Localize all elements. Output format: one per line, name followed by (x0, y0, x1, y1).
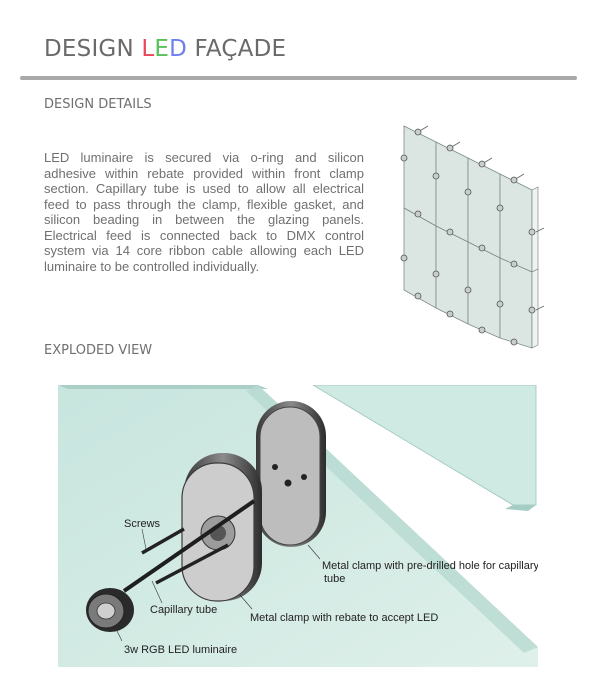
glass-panel (467, 241, 501, 339)
led-luminaire (86, 588, 134, 632)
clamp-fixing (528, 228, 536, 236)
label-clamp-hole: Metal clamp with pre-drilled hole for ca… (322, 560, 538, 572)
glass-panel (499, 257, 533, 349)
clamp-fixing (510, 176, 518, 184)
clamp-fixing (510, 260, 518, 268)
glass-panel (467, 157, 501, 259)
title-text-start: DESIGN (44, 36, 142, 62)
clamp-fixing (400, 154, 408, 162)
label-led-luminaire: 3w RGB LED luminaire (124, 644, 237, 656)
clamp-fixing (510, 338, 518, 346)
title-letter-l: L (141, 36, 155, 62)
back-metal-clamp (256, 401, 326, 547)
clamp-fixing (446, 310, 454, 318)
clamp-fixing (478, 326, 486, 334)
exploded-view-heading: EXPLODED VIEW (44, 343, 153, 358)
facade-panel-illustration (400, 125, 545, 349)
title-letter-d: D (169, 36, 188, 62)
clamp-fixing (432, 172, 440, 180)
label-screws: Screws (124, 518, 161, 530)
label-clamp-hole-cont: tube (324, 573, 345, 585)
title-letter-e: E (154, 36, 170, 62)
screw (155, 543, 229, 585)
clamp-fixing (414, 128, 422, 136)
clamp-fixing (414, 210, 422, 218)
clamp-fixing (464, 188, 472, 196)
clamp-fixing (464, 286, 472, 294)
label-capillary-tube: Capillary tube (150, 604, 217, 616)
clamp-fixing (478, 160, 486, 168)
clamp-fixing (414, 292, 422, 300)
clamp-fixing (496, 300, 504, 308)
screw (141, 527, 185, 555)
title-text-end: FAÇADE (187, 36, 287, 62)
title-divider (20, 76, 577, 80)
glass-panel (499, 173, 533, 273)
clamp-fixing (528, 306, 536, 314)
label-clamp-rebate: Metal clamp with rebate to accept LED (250, 612, 438, 624)
design-details-heading: DESIGN DETAILS (44, 97, 152, 112)
clamp-fixing (496, 204, 504, 212)
clamp-fixing (446, 228, 454, 236)
exploded-view-illustration: Screws Capillary tube 3w RGB LED luminai… (58, 385, 538, 667)
glass-panel (435, 141, 469, 243)
clamp-fixing (432, 270, 440, 278)
front-metal-clamp (181, 453, 262, 602)
clamp-fixing (478, 244, 486, 252)
glass-panel (403, 207, 437, 309)
clamp-fixing (400, 254, 408, 262)
clamp-fixing (446, 144, 454, 152)
glass-pane-edge (58, 385, 268, 389)
right-glass-pane-edge (505, 505, 536, 511)
page-title: DESIGN LED FAÇADE (44, 36, 286, 62)
design-details-paragraph: LED luminaire is secured via o-ring and … (44, 150, 364, 274)
glass-panel (435, 225, 469, 325)
capillary-tube (122, 499, 256, 593)
